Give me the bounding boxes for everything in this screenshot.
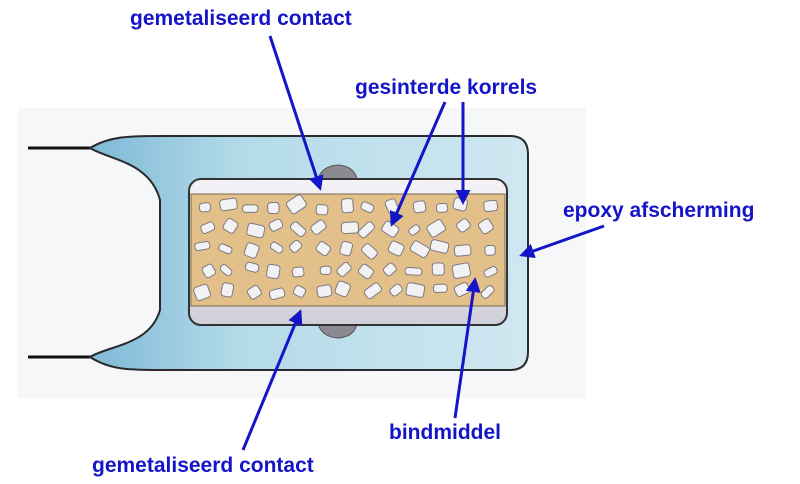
granule xyxy=(292,285,307,298)
granule xyxy=(194,241,211,251)
granule xyxy=(452,197,468,212)
granule xyxy=(336,261,352,277)
granule xyxy=(409,240,430,259)
granule xyxy=(435,202,449,213)
granule xyxy=(404,267,423,276)
arrow-epoxy xyxy=(519,224,605,259)
granule xyxy=(408,224,421,236)
granule xyxy=(200,221,216,234)
sintered-granules xyxy=(193,194,499,302)
granule xyxy=(405,282,426,298)
arrow-granules-1 xyxy=(389,101,447,227)
granule xyxy=(340,221,360,235)
granule xyxy=(432,283,448,294)
arrow-binder xyxy=(453,277,481,419)
granule xyxy=(246,222,266,239)
granule xyxy=(412,200,427,214)
granule xyxy=(339,240,354,257)
granule xyxy=(310,219,327,235)
granule xyxy=(334,280,351,298)
granule xyxy=(357,263,374,280)
granule xyxy=(267,202,280,215)
granule xyxy=(291,266,305,278)
granule xyxy=(193,283,212,302)
granule xyxy=(315,241,332,257)
granule xyxy=(246,284,262,300)
granule xyxy=(289,239,303,253)
granule xyxy=(361,243,378,260)
top-contact-label: gemetaliseerd contact xyxy=(130,7,352,30)
solder-joints xyxy=(317,164,358,339)
granule xyxy=(363,282,382,300)
granule xyxy=(387,240,405,257)
granule xyxy=(477,218,494,235)
granule xyxy=(340,197,354,214)
granule xyxy=(451,262,472,279)
granule xyxy=(220,282,235,298)
granule xyxy=(483,266,498,278)
granule xyxy=(431,262,445,276)
granule xyxy=(315,204,329,216)
pointer-arrows xyxy=(241,35,605,451)
granule xyxy=(484,244,496,256)
granule xyxy=(218,243,233,255)
granule xyxy=(201,263,217,279)
epoxy-shield-label: epoxy afscherming xyxy=(563,199,755,222)
granule xyxy=(360,201,375,214)
binder-label: bindmiddel xyxy=(389,421,501,444)
granule xyxy=(316,284,333,298)
granule xyxy=(319,265,332,275)
granule xyxy=(268,287,286,301)
granule xyxy=(289,221,307,238)
granule xyxy=(268,218,284,232)
granule xyxy=(219,264,233,277)
arrow-top-contact xyxy=(268,35,324,191)
arrow-bottom-contact xyxy=(241,309,303,451)
granule xyxy=(242,204,259,213)
granule xyxy=(244,261,260,273)
bottom-contact-label: gemetaliseerd contact xyxy=(92,454,314,477)
granule xyxy=(285,194,307,215)
granule xyxy=(357,221,376,239)
granule xyxy=(483,199,499,213)
granule xyxy=(198,202,212,213)
granule xyxy=(456,218,471,233)
granule xyxy=(453,244,472,257)
granule xyxy=(243,242,260,259)
granule xyxy=(389,283,403,297)
sintered-granules-label: gesinterde korrels xyxy=(355,76,538,99)
granule xyxy=(219,197,238,212)
granule xyxy=(222,217,239,234)
granule xyxy=(266,263,281,280)
bottom-solder xyxy=(317,323,358,339)
granule xyxy=(269,241,284,254)
granule xyxy=(480,285,495,299)
granule xyxy=(382,262,397,277)
top-solder xyxy=(317,164,358,180)
granule xyxy=(426,219,446,238)
granule xyxy=(429,239,450,254)
